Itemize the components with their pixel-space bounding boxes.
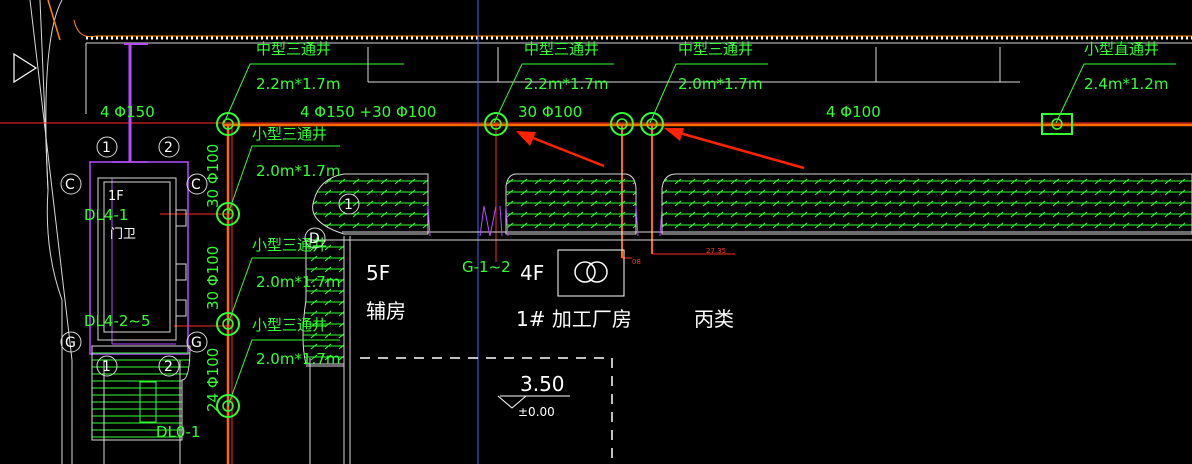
elevation-value-label: 3.50 [520, 372, 565, 396]
well-type-label: 小型直通井 [1084, 40, 1159, 58]
pipe-spec-label: 30 Φ100 [518, 103, 582, 121]
building-floors-label: 4F [520, 261, 544, 285]
main-duct-line [0, 122, 1192, 127]
manhole-symbol [1041, 113, 1073, 135]
pipe-labels: 4 Φ150 4 Φ150 +30 Φ100 30 Φ100 4 Φ100 30… [100, 103, 881, 412]
well-type-label: 中型三通井 [678, 40, 753, 58]
well-size-label: 2.4m*1.2m [1084, 75, 1168, 93]
svg-text:G: G [191, 335, 202, 351]
svg-text:C: C [65, 177, 75, 193]
svg-text:D: D [309, 231, 320, 247]
site-boundary [73, 19, 1192, 114]
elevation-base-label: ±0.00 [518, 405, 555, 419]
well-size-label: 2.0m*1.7m [678, 75, 762, 93]
axis-bubble: 1 [96, 355, 118, 377]
pipe-spec-label: 4 Φ150 +30 Φ100 [300, 103, 436, 121]
building-labels: 5F 辅房 4F 1# 加工厂房 丙类 3.50 ±0.00 [366, 261, 734, 419]
svg-text:2: 2 [164, 359, 173, 375]
leader-lines [223, 63, 1176, 407]
axis-bubble: G [60, 331, 82, 353]
axis-bubble: C [60, 173, 82, 195]
misc-labels: DL4-1 DL4-2~5 DL0-1 G-1~2 1F 门卫 27.35 08 [84, 189, 726, 441]
pipe-spec-label: 30 Φ100 [204, 246, 222, 310]
svg-text:1: 1 [102, 359, 111, 375]
cable-label: DL4-2~5 [84, 312, 151, 330]
pipe-spec-label: 30 Φ100 [204, 144, 222, 208]
pipe-spec-label: 4 Φ100 [826, 103, 881, 121]
landscape-patches [91, 173, 1192, 464]
axis-bubbles: 1 2 C C G G 1 D [60, 136, 360, 377]
pipe-spec-label: 4 Φ150 [100, 103, 155, 121]
svg-text:1: 1 [344, 197, 353, 213]
well-type-label: 中型三通井 [256, 40, 331, 58]
well-size-label: 2.2m*1.7m [524, 75, 608, 93]
well-callouts: 中型三通井 2.2m*1.7m 中型三通井 2.2m*1.7m 中型三通井 2.… [252, 40, 1168, 368]
manhole-symbol [216, 312, 240, 336]
north-arrow-icon [13, 52, 38, 84]
well-size-label: 2.2m*1.7m [256, 75, 340, 93]
transformer-icon [557, 249, 625, 297]
building-name-label: 1# 加工厂房 [516, 307, 632, 331]
well-size-label: 2.0m*1.7m [256, 162, 340, 180]
axis-bubble: 1 [338, 193, 360, 215]
vertical-duct-line [226, 125, 233, 464]
guardhouse-building [97, 177, 187, 341]
well-type-label: 小型三通井 [252, 125, 327, 143]
manhole-symbol [216, 394, 240, 418]
road-boundary [29, 0, 73, 464]
red-arrows [516, 128, 805, 170]
svg-text:G: G [65, 335, 76, 351]
manholes [216, 112, 1073, 418]
elevation-marker [497, 395, 570, 409]
manhole-symbol [216, 112, 240, 136]
pipe-spec-label: 24 Φ100 [204, 348, 222, 412]
elevation-red-label: 27.35 [706, 247, 726, 255]
svg-text:C: C [191, 177, 201, 193]
axis-bubble: 1 [96, 136, 118, 158]
cable-label: DL4-1 [84, 206, 128, 224]
guardhouse-floor-label: 1F [108, 189, 124, 204]
well-type-label: 中型三通井 [524, 40, 599, 58]
building-floors-label: 5F [366, 261, 390, 285]
red-tag-label: 08 [632, 258, 641, 266]
manhole-symbol [484, 112, 508, 136]
building-class-label: 丙类 [694, 307, 734, 331]
cable-label: DL0-1 [156, 423, 200, 441]
main-building-outline [306, 205, 1192, 464]
axis-bubble: C [186, 173, 208, 195]
svg-text:1: 1 [102, 140, 111, 156]
well-size-label: 2.0m*1.7m [256, 350, 340, 368]
guardhouse-lines [89, 43, 232, 355]
manhole-symbol [216, 202, 240, 226]
well-type-label: 小型三通井 [252, 236, 327, 254]
well-size-label: 2.0m*1.7m [256, 273, 340, 291]
axis-bubble: 2 [158, 136, 180, 158]
manhole-symbol [640, 112, 664, 136]
manhole-symbol [610, 112, 634, 136]
svg-text:2: 2 [164, 140, 173, 156]
axis-bubble: D [304, 227, 326, 249]
cable-label: G-1~2 [462, 258, 511, 276]
well-type-label: 小型三通井 [252, 316, 327, 334]
axis-bubble: 2 [158, 355, 180, 377]
guardhouse-name-label: 门卫 [110, 227, 136, 242]
building-name-label: 辅房 [366, 299, 406, 323]
axis-bubble: G [186, 331, 208, 353]
